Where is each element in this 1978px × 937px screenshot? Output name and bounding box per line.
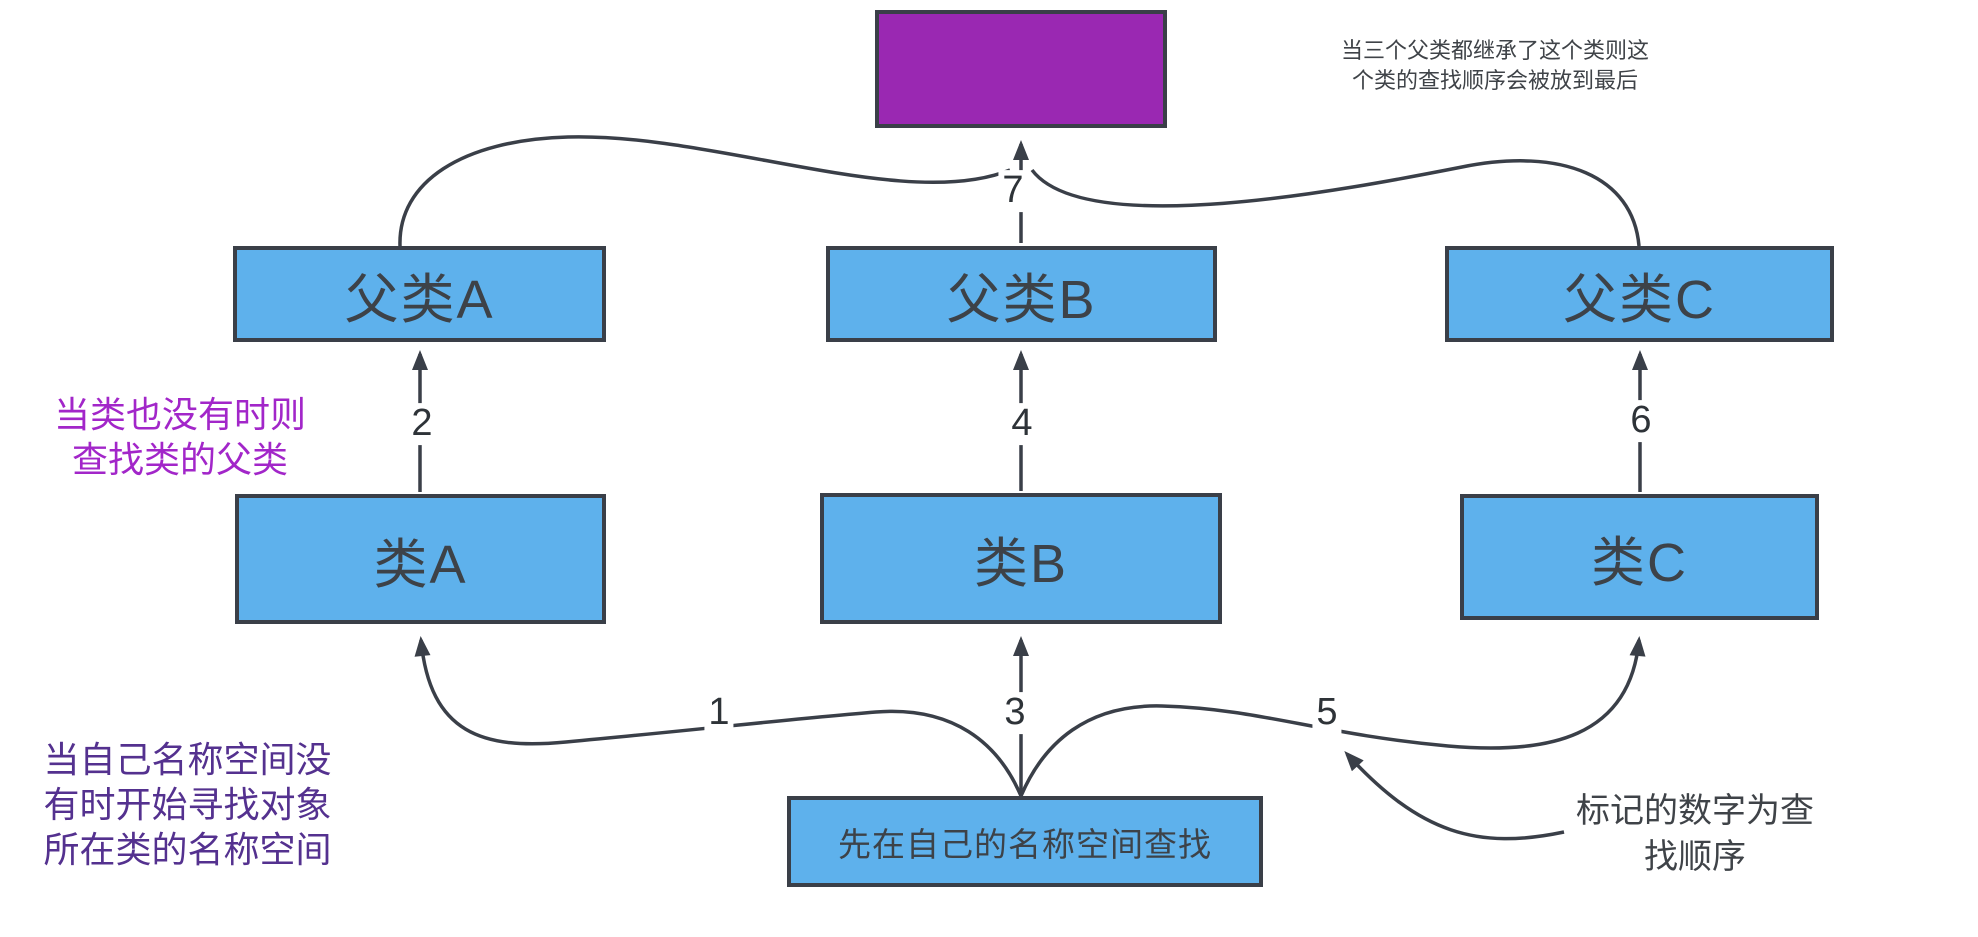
note-top-right-line2: 个类的查找顺序会被放到最后	[1351, 68, 1638, 93]
class-c-label: 类C	[1591, 532, 1688, 593]
order-number-1: 1	[704, 691, 734, 734]
note-bottom-right-line2: 找顺序	[1644, 838, 1746, 876]
note-bottom-left-namespace-lookup: 当自己名称空间没 有时开始寻找对象 所在类的名称空间	[35, 737, 340, 872]
parent-class-c-label: 父类C	[1563, 269, 1716, 330]
order-number-5: 5	[1312, 691, 1342, 734]
self-namespace-label: 先在自己的名称空间查找	[838, 825, 1212, 863]
parent-class-c-box: 父类C	[1445, 246, 1834, 342]
parent-class-b-box: 父类B	[826, 246, 1217, 342]
note-mid-left-line2: 查找类的父类	[71, 439, 288, 480]
class-b-box: 类B	[820, 493, 1222, 624]
note-mid-left-line1: 当类也没有时则	[53, 394, 306, 435]
order-number-3: 3	[1000, 691, 1030, 734]
note-bottom-left-line2: 有时开始寻找对象	[43, 784, 332, 825]
parent-class-b-label: 父类B	[946, 269, 1097, 330]
order-number-2: 2	[407, 402, 437, 445]
parent-class-a-box: 父类A	[233, 246, 606, 342]
note-bottom-left-line3: 所在类的名称空间	[43, 829, 332, 870]
class-b-label: 类B	[973, 534, 1069, 594]
mystery-common-base-box	[875, 10, 1167, 128]
note-mid-left-parent-lookup: 当类也没有时则 查找类的父类	[40, 392, 320, 482]
note-bottom-right-number-meaning: 标记的数字为查 找顺序	[1540, 788, 1850, 880]
curve-parentA-to-top-arrow	[398, 135, 1011, 247]
note-top-right-line1: 当三个父类都继承了这个类则这	[1340, 38, 1649, 63]
class-c-box: 类C	[1460, 494, 1819, 620]
order-number-6: 6	[1626, 399, 1656, 442]
callout-arrow-note-to-number5	[1344, 751, 1565, 841]
order-number-7: 7	[998, 169, 1028, 212]
parent-class-a-label: 父类A	[344, 269, 495, 330]
class-a-label: 类A	[373, 534, 468, 595]
curve-parentC-to-top-arrow	[1030, 159, 1641, 247]
note-top-right-inheritance-order: 当三个父类都继承了这个类则这 个类的查找顺序会被放到最后	[1315, 36, 1675, 96]
note-bottom-right-line1: 标记的数字为查	[1576, 792, 1814, 830]
class-a-box: 类A	[235, 494, 606, 624]
note-bottom-left-line1: 当自己名称空间没	[43, 739, 332, 780]
self-namespace-box: 先在自己的名称空间查找	[787, 796, 1263, 887]
order-number-4: 4	[1007, 402, 1037, 445]
